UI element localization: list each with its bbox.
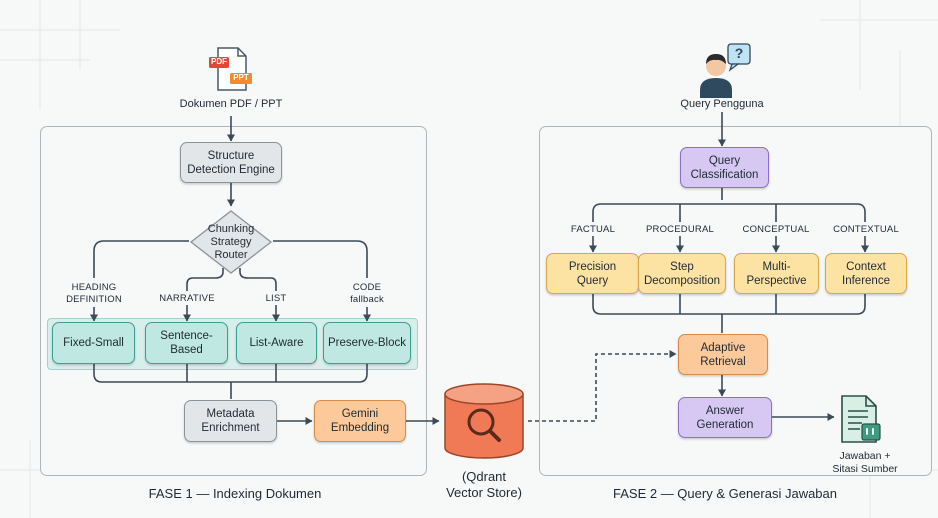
query-classification: Query Classification xyxy=(680,147,769,188)
chunking-strategy-router: Chunking Strategy Router xyxy=(207,222,255,261)
user-question-icon xyxy=(700,43,751,98)
answer-generation: Answer Generation xyxy=(678,397,772,438)
branch-label-list: LIST xyxy=(265,293,287,304)
branch-label-heading: HEADING DEFINITION xyxy=(66,282,122,305)
multi-perspective: Multi- Perspective xyxy=(734,253,819,294)
arrow-router-list xyxy=(239,268,277,291)
precision-query: Precision Query xyxy=(546,253,639,294)
arrow-classification-split xyxy=(592,188,866,222)
adaptive-retrieval: Adaptive Retrieval xyxy=(678,334,768,375)
step-decomposition: Step Decomposition xyxy=(638,253,726,294)
metadata-enrichment: Metadata Enrichment xyxy=(184,400,277,442)
sentence-based-chunker: Sentence- Based xyxy=(145,322,228,364)
chunking-strategy-router-shape xyxy=(189,210,273,274)
preserve-block-chunker: Preserve-Block xyxy=(323,322,411,364)
source-documents-label: Dokumen PDF / PPT xyxy=(179,98,283,110)
arrow-router-code xyxy=(273,240,368,278)
structure-detection-engine: Structure Detection Engine xyxy=(180,142,282,183)
qdrant-vector-store-label: (Qdrant Vector Store) xyxy=(446,469,522,500)
gemini-embedding: Gemini Embedding xyxy=(314,400,406,442)
document-quote-icon xyxy=(841,395,881,443)
branch-label-procedural: PROCEDURAL xyxy=(646,224,714,235)
phase1-title: FASE 1 — Indexing Dokumen xyxy=(148,486,322,501)
branch-label-contextual: CONTEXTUAL xyxy=(833,224,899,235)
ppt-badge: PPT xyxy=(233,73,249,82)
pdf-ppt-documents-icon xyxy=(209,47,252,91)
fixed-small-chunker: Fixed-Small xyxy=(52,322,135,364)
branch-label-code: CODE fallback xyxy=(350,282,384,305)
arrow-router-heading xyxy=(93,240,189,278)
branch-label-factual: FACTUAL xyxy=(570,224,616,235)
list-aware-chunker: List-Aware xyxy=(236,322,317,364)
arrow-store-to-retrieval xyxy=(528,350,677,422)
arrow-router-narrative xyxy=(186,268,224,291)
arrow-merge-chunkers xyxy=(93,364,368,399)
branch-label-narrative: NARRATIVE xyxy=(159,293,215,304)
pdf-badge: PDF xyxy=(211,57,227,66)
user-query-label: Query Pengguna xyxy=(680,98,764,110)
arrow-merge-strategies xyxy=(592,294,866,333)
question-bubble-text: ? xyxy=(734,45,744,61)
phase2-title: FASE 2 — Query & Generasi Jawaban xyxy=(613,486,837,501)
context-inference: Context Inference xyxy=(825,253,907,294)
answer-output-label: Jawaban + Sitasi Sumber xyxy=(832,450,898,475)
branch-label-conceptual: CONCEPTUAL xyxy=(742,224,810,235)
database-search-icon xyxy=(444,383,524,459)
